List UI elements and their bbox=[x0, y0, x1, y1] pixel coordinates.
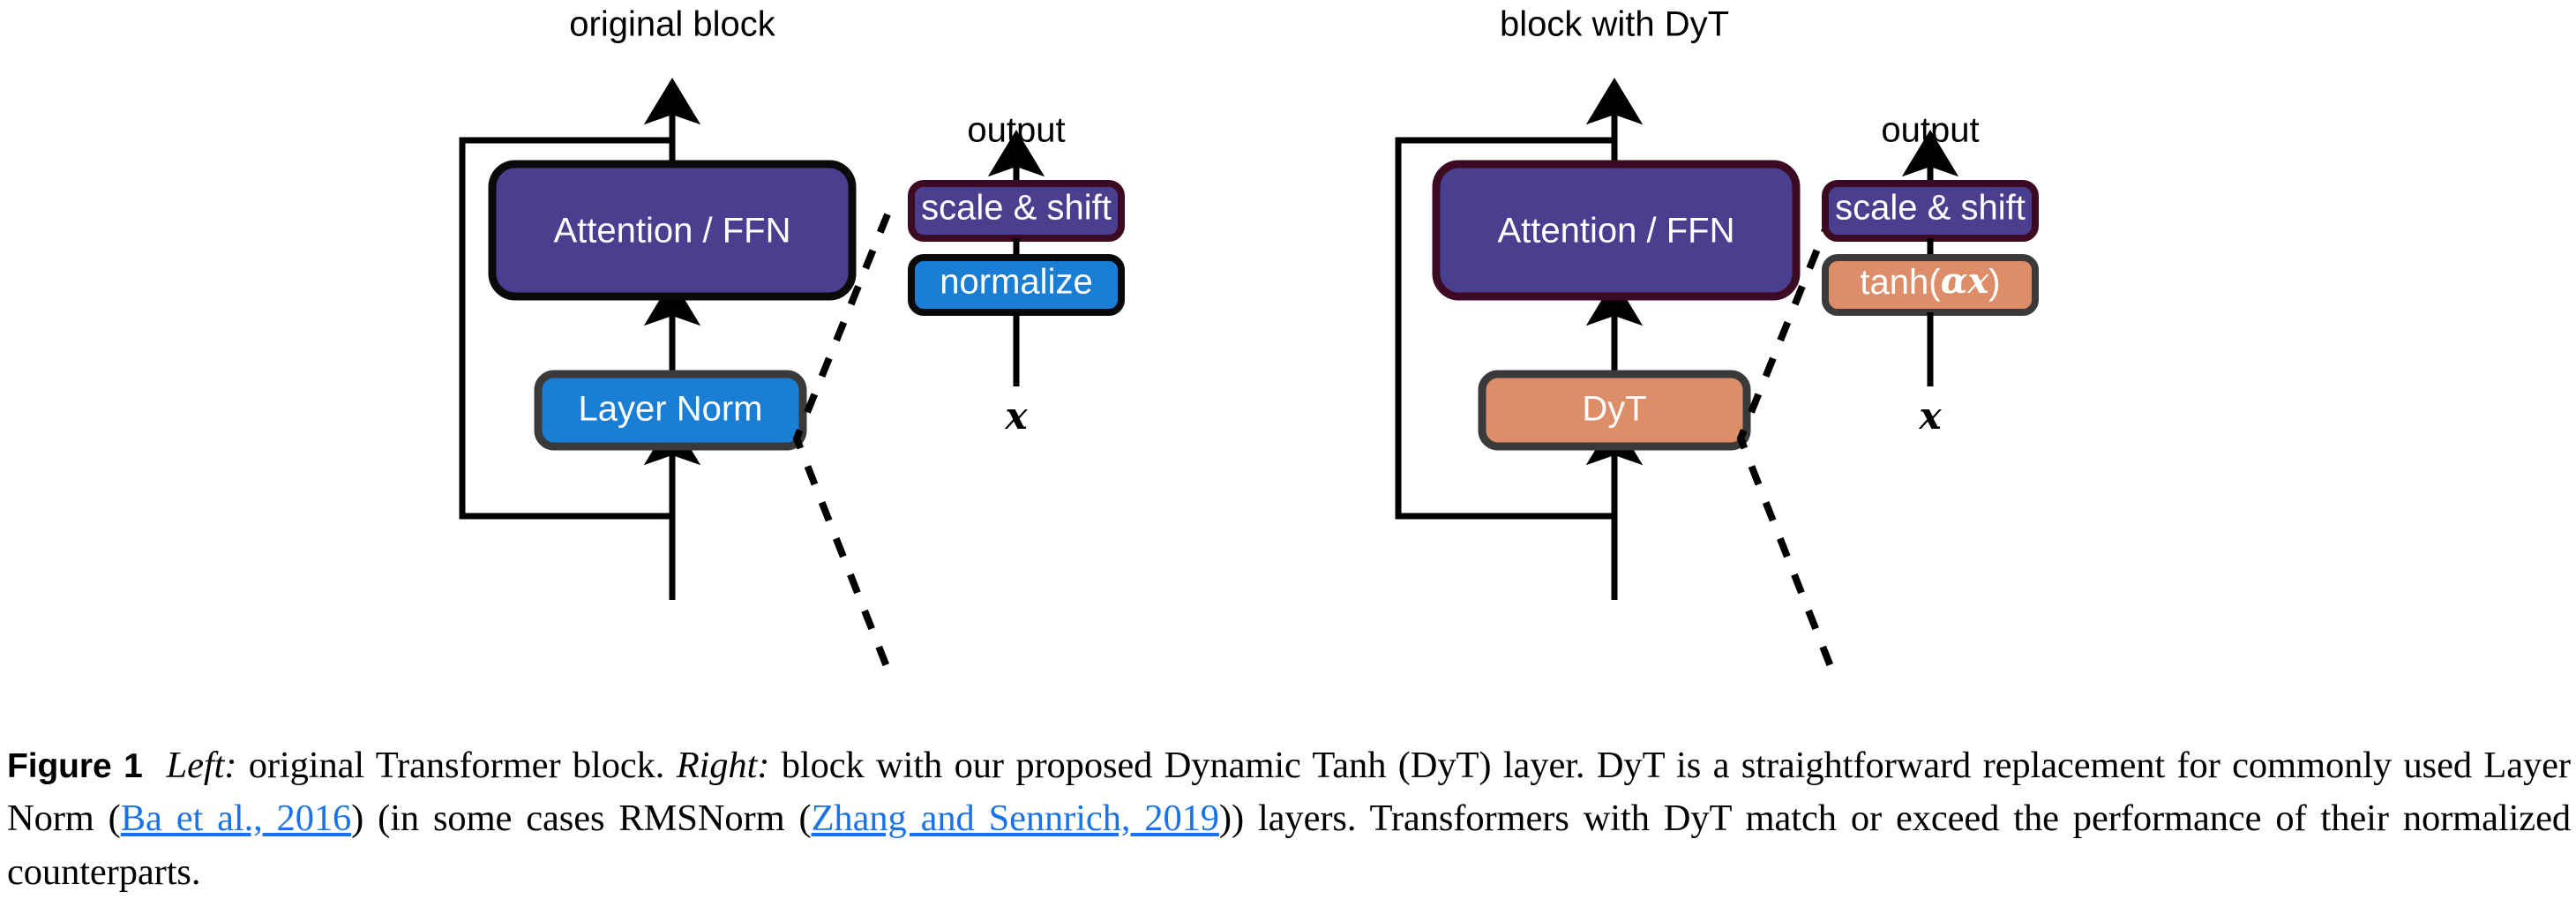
dyt-label: DyT bbox=[1582, 390, 1646, 429]
tanh-alpha-x-label: tanh(αx) bbox=[1860, 260, 2000, 302]
caption-seg-6: )) layers. Transformers with DyT match o… bbox=[7, 798, 2571, 893]
attention-ffn-label-left: Attention / FFN bbox=[554, 212, 791, 251]
tanh-var: x bbox=[1966, 260, 1989, 302]
citation-ba-2016[interactable]: Ba et al., 2016 bbox=[120, 798, 352, 840]
layer-norm-box-shape bbox=[534, 370, 807, 451]
citation-zhang-sennrich-2019[interactable]: Zhang and Sennrich, 2019 bbox=[811, 798, 1219, 840]
caption-right-emph: Right: bbox=[676, 745, 770, 786]
layer-norm-box: Layer Norm bbox=[534, 370, 807, 451]
caption-seg-4: block with our proposed Dynamic Tanh (Dy… bbox=[7, 745, 2571, 840]
caption-seg-2: original Transformer block. bbox=[236, 745, 677, 786]
panel-left-title: original block bbox=[569, 5, 775, 44]
zoom-connector-dashed-left bbox=[792, 213, 893, 675]
dyt-box-shape bbox=[1478, 370, 1751, 451]
attention-ffn-label-right: Attention / FFN bbox=[1498, 212, 1735, 251]
normalize-label: normalize bbox=[940, 263, 1092, 302]
tanh-suffix: ) bbox=[1988, 263, 2000, 302]
detail-input-label-left: x bbox=[1004, 394, 1028, 438]
panel-right: block with DyT Attention / FFN DyT outpu… bbox=[1395, 5, 2039, 675]
residual-connection-right bbox=[1395, 137, 1614, 520]
normalize-box: normalize bbox=[908, 254, 1125, 316]
attention-ffn-box-shape-right bbox=[1432, 160, 1801, 301]
detail-output-label-right: output bbox=[1881, 111, 1979, 150]
dyt-box: DyT bbox=[1478, 370, 1751, 451]
caption-left-emph: Left: bbox=[166, 745, 237, 786]
detail-input-label-right: x bbox=[1918, 394, 1942, 438]
figure-number: Figure 1 bbox=[7, 747, 143, 785]
detail-output-label-left: output bbox=[967, 111, 1065, 150]
panel-left: original block Attention / FFN Layer Nor… bbox=[459, 5, 1125, 675]
scale-shift-label-right: scale & shift bbox=[1835, 189, 2026, 228]
scale-shift-box-right: scale & shift bbox=[1822, 180, 2039, 242]
attention-ffn-box-right: Attention / FFN bbox=[1432, 160, 1801, 301]
attention-ffn-box-shape-left bbox=[488, 160, 857, 301]
scale-shift-box-left: scale & shift bbox=[908, 180, 1125, 242]
tanh-alpha: α bbox=[1941, 260, 1968, 302]
layer-norm-label: Layer Norm bbox=[579, 390, 763, 429]
panel-right-title: block with DyT bbox=[1500, 5, 1729, 44]
dyt-architecture-diagram: original block Attention / FFN Layer Nor… bbox=[459, 5, 2039, 675]
tanh-alpha-x-box: tanh(αx) bbox=[1822, 254, 2039, 316]
scale-shift-label-left: scale & shift bbox=[921, 189, 1112, 228]
caption-seg-5: ) (in some cases RMSNorm ( bbox=[351, 798, 812, 840]
figure-caption: Figure 1 Left: original Transformer bloc… bbox=[7, 739, 2571, 899]
attention-ffn-box-left: Attention / FFN bbox=[488, 160, 857, 301]
tanh-prefix: tanh( bbox=[1860, 263, 1941, 302]
residual-connection-left bbox=[459, 137, 672, 520]
zoom-connector-dashed-right bbox=[1736, 213, 1837, 675]
